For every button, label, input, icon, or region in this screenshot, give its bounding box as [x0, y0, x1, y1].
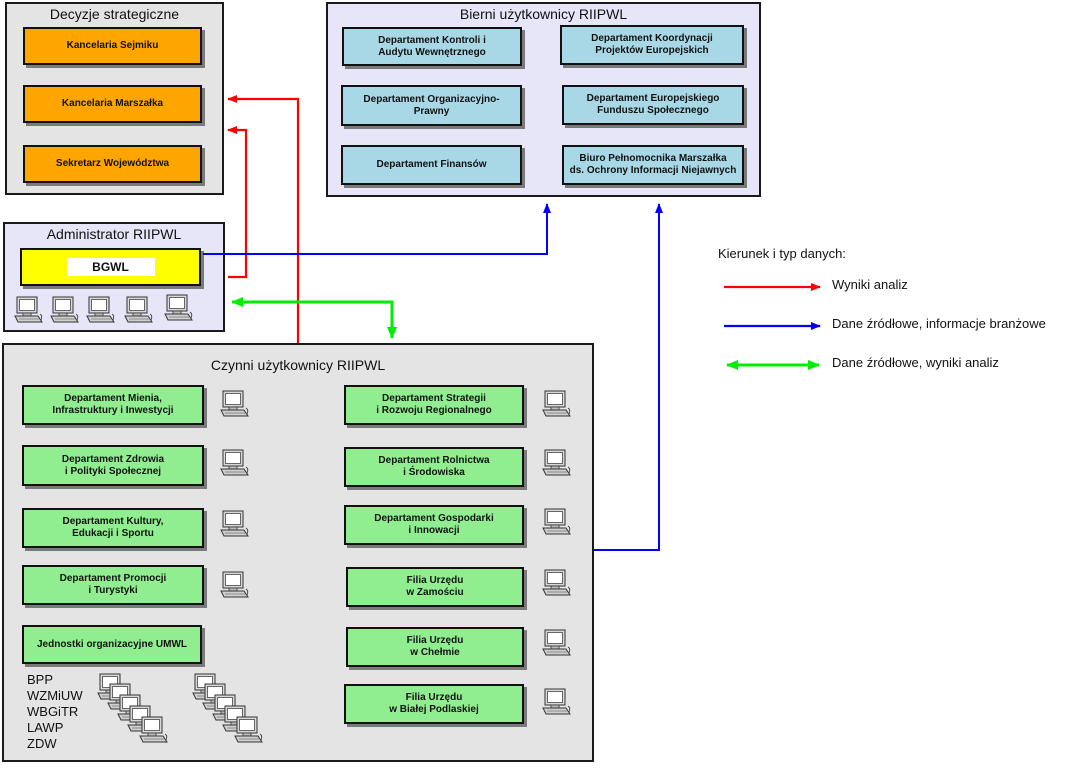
red-arrow-bgwl-to-strategic — [227, 126, 248, 279]
node-dep-organizacyjno-prawny: Departament Organizacyjno- Prawny — [341, 85, 522, 126]
unit-zdw: ZDW — [27, 736, 57, 751]
blue-arrow-bgwl-to-passive — [203, 203, 551, 255]
node-dep-koordynacji: Departament Koordynacji Projektów Europe… — [560, 25, 744, 65]
node-dep-kultury: Departament Kultury, Edukacji i Sportu — [22, 508, 204, 548]
active-users-title: Czynni użytkownicy RIIPWL — [210, 357, 386, 373]
node-biuro-pelnomocnika: Biuro Pełnomocnika Marszałka ds. Ochrony… — [562, 145, 744, 185]
node-dep-mienia: Departament Mienia, Infrastruktury i Inw… — [22, 385, 204, 425]
red-arrow-active-to-marszalek — [227, 95, 300, 343]
unit-wbgitr: WBGiTR — [27, 704, 79, 719]
strategic-decisions-title: Decyzje strategiczne — [49, 6, 180, 22]
node-filia-chelm: Filia Urzędu w Chełmie — [346, 627, 524, 667]
node-filia-biala-podlaska: Filia Urzędu w Białej Podlaskiej — [344, 684, 524, 724]
node-filia-zamosc: Filia Urzędu w Zamościu — [346, 567, 524, 607]
node-dep-efs: Departament Europejskiego Funduszu Społe… — [562, 85, 744, 125]
node-kancelaria-sejmiku: Kancelaria Sejmiku — [23, 27, 202, 65]
node-sekretarz-wojewodztwa: Sekretarz Województwa — [23, 145, 202, 183]
unit-wzmiuw: WZMiUW — [27, 688, 83, 703]
unit-bpp: BPP — [27, 672, 54, 687]
node-dep-kontroli: Departament Kontroli i Audytu Wewnętrzne… — [342, 27, 522, 66]
legend-title: Kierunek i typ danych: — [718, 246, 846, 261]
node-dep-strategii: Departament Strategii i Rozwoju Regional… — [344, 385, 524, 425]
node-bgwl-container: BGWL — [20, 248, 201, 286]
node-dep-rolnictwa: Departament Rolnictwa i Środowiska — [344, 447, 524, 487]
legend-item-blue: Dane źródłowe, informacje branżowe — [832, 316, 1046, 331]
admin-title: Administrator RIIPWL — [46, 226, 182, 242]
passive-users-title: Bierni użytkownicy RIIPWL — [459, 6, 628, 22]
node-dep-gospodarki: Departament Gospodarki i Innowacji — [344, 505, 524, 545]
node-jednostki-organizacyjne: Jednostki organizacyjne UMWL — [22, 625, 202, 664]
legend-item-red: Wyniki analiz — [832, 277, 908, 292]
node-dep-promocji: Departament Promocji i Turystyki — [22, 565, 204, 605]
legend-item-green: Dane źródłowe, wyniki analiz — [832, 355, 999, 370]
node-bgwl-label: BGWL — [66, 258, 155, 276]
node-dep-zdrowia: Departament Zdrowia i Polityki Społeczne… — [22, 445, 204, 486]
blue-arrow-active-to-passive — [594, 203, 663, 551]
green-arrow-admin-active — [231, 297, 397, 339]
node-dep-finansow: Departament Finansów — [341, 145, 522, 185]
node-kancelaria-marszalka: Kancelaria Marszałka — [23, 85, 202, 123]
unit-lawp: LAWP — [27, 720, 64, 735]
